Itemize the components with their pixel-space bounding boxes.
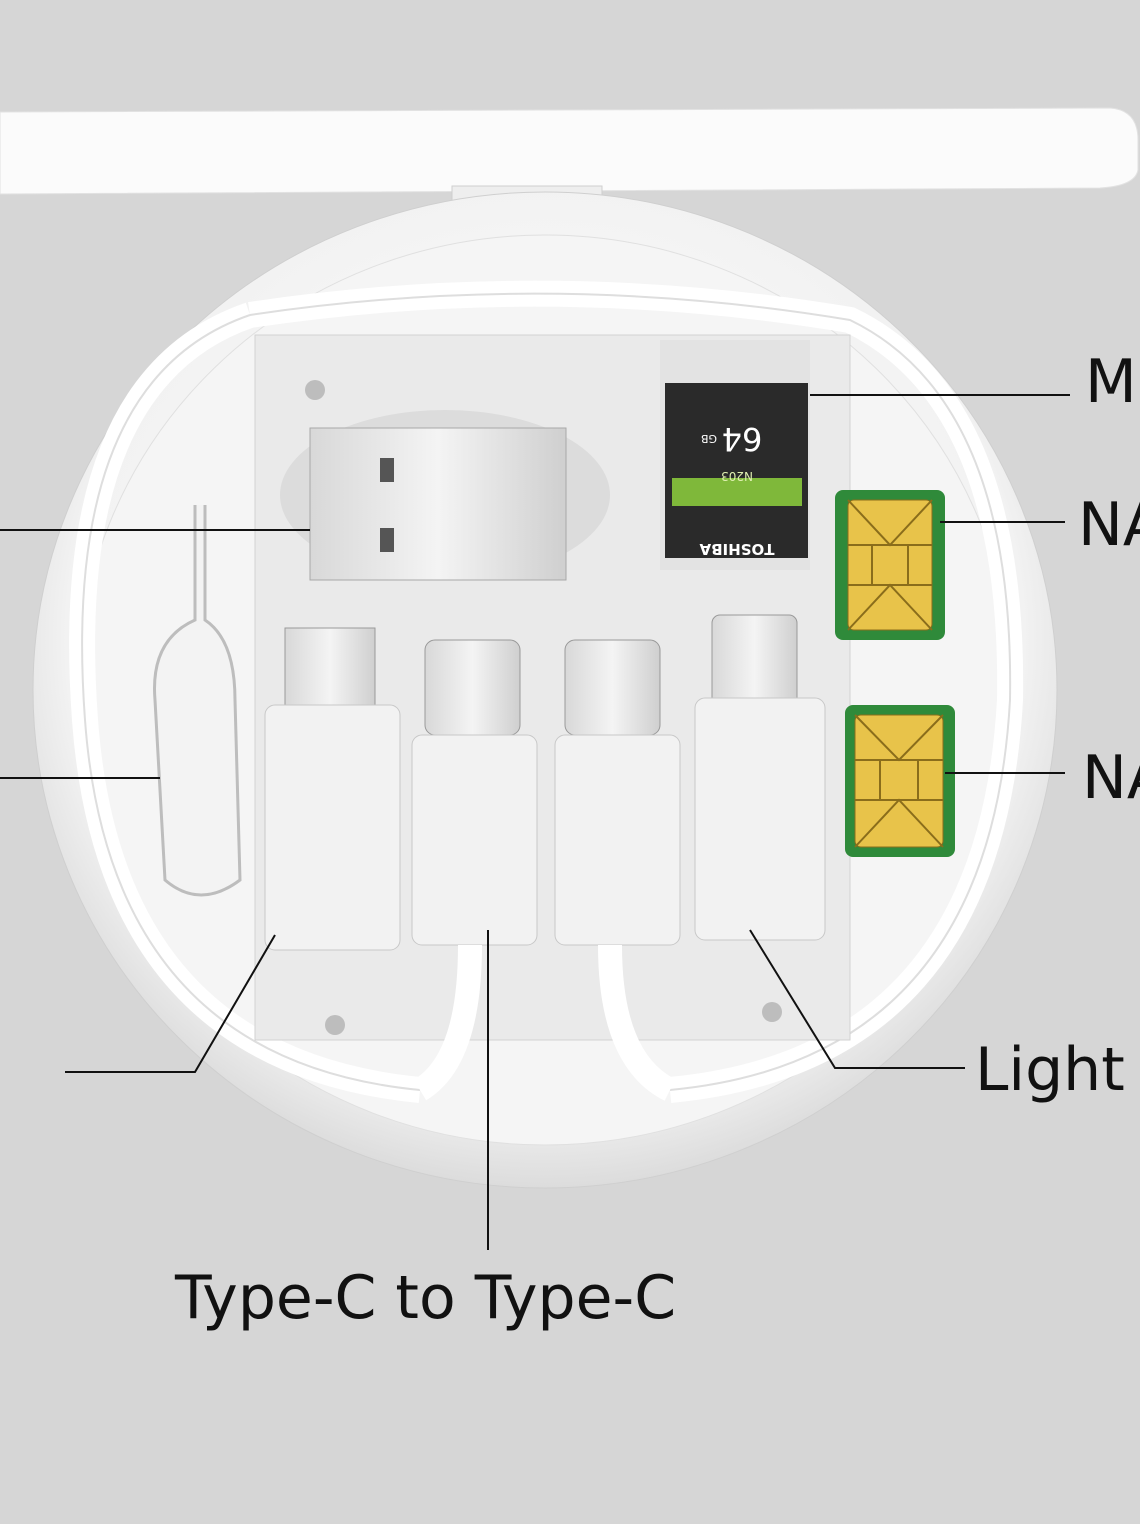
card-capacity-unit: GB — [701, 432, 717, 445]
card-brand: TOSHIBA — [699, 540, 774, 558]
micro-usb-connector — [264, 627, 401, 951]
memory-card — [665, 383, 808, 558]
label-memory-card: M — [1085, 347, 1137, 417]
card-model: N203 — [721, 469, 753, 483]
sim-eject-pin — [153, 505, 242, 897]
label-type-c-to-type-c: Type-C to Type-C — [175, 1263, 677, 1333]
sim-adapter-upper — [835, 490, 945, 640]
label-sim-lower: NA — [1082, 743, 1140, 813]
card-capacity: 64 — [722, 420, 763, 458]
label-lightning: Light — [975, 1035, 1125, 1105]
type-c-connector-2 — [554, 639, 681, 946]
lightning-connector — [694, 614, 826, 941]
leader-lines — [0, 394, 1070, 1250]
lid — [0, 107, 1139, 195]
sim-adapter-lower — [845, 705, 955, 857]
label-sim-upper: NA — [1078, 490, 1140, 560]
usb-a-connector — [309, 427, 567, 581]
type-c-connector-1 — [411, 639, 538, 946]
